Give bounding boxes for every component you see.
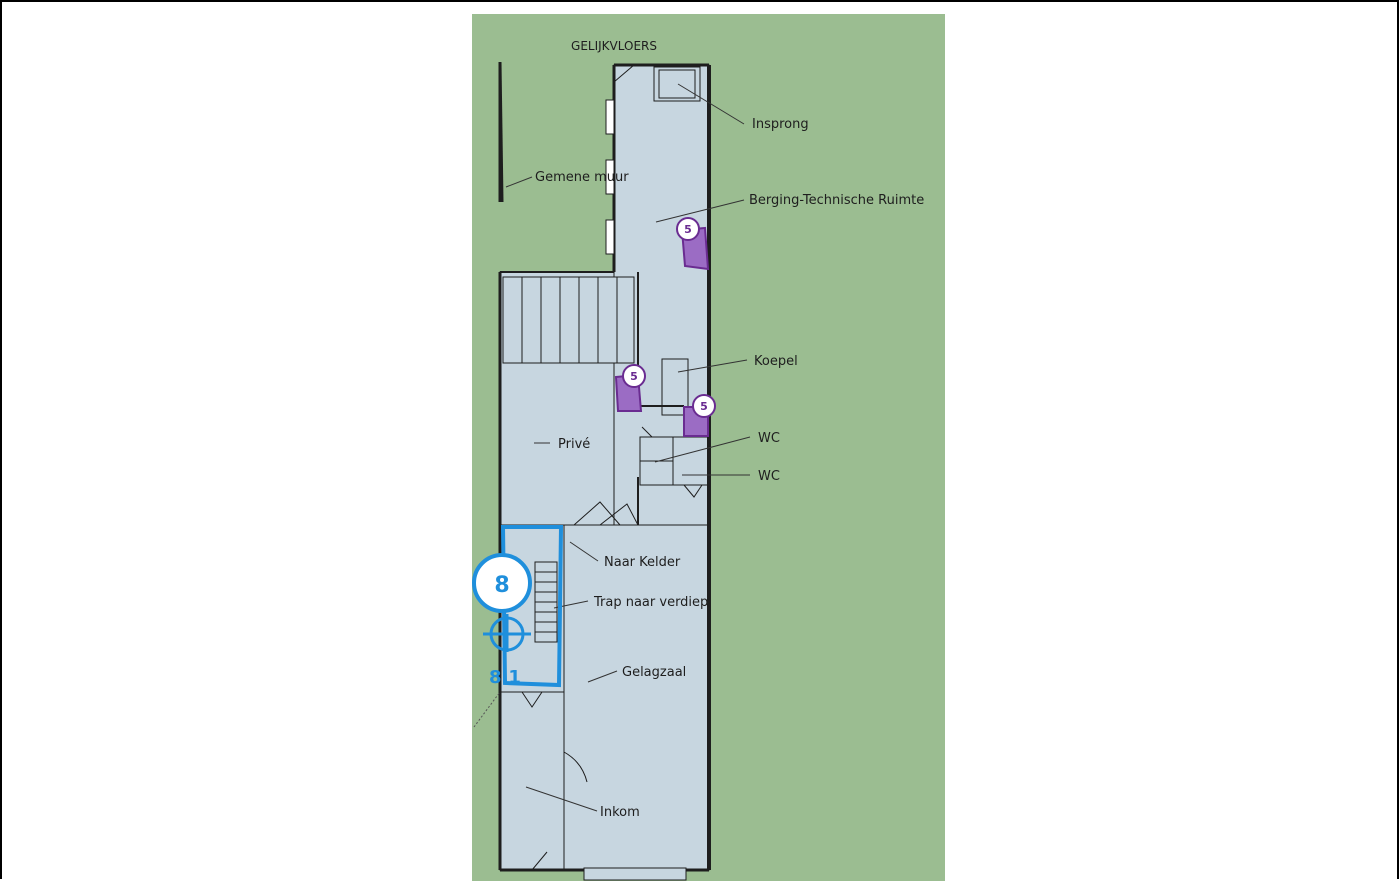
window-stubs	[605, 99, 615, 255]
label-wc-1: WC	[758, 431, 780, 446]
purple-marker-2[interactable]: 5	[614, 364, 646, 412]
svg-text:8: 8	[494, 573, 509, 598]
label-prive: Privé	[558, 437, 590, 452]
label-gemene-muur: Gemene muur	[535, 170, 629, 185]
wc-boxes	[639, 436, 710, 486]
purple-marker-1[interactable]: 5	[676, 217, 710, 271]
room-inkom[interactable]	[499, 691, 565, 871]
room-gelagzaal[interactable]	[563, 524, 710, 871]
site-dashed-line	[473, 691, 501, 728]
label-insprong: Insprong	[752, 117, 809, 132]
label-koepel: Koepel	[754, 354, 798, 369]
label-inkom: Inkom	[600, 805, 640, 820]
label-naar-kelder: Naar Kelder	[604, 555, 681, 570]
gemene-muur-wall	[498, 61, 504, 203]
rooms	[499, 64, 710, 871]
label-gelagzaal: Gelagzaal	[622, 665, 686, 680]
koepel-box	[661, 358, 689, 416]
prive-stair	[502, 276, 635, 364]
svg-text:5: 5	[684, 223, 692, 236]
camera-marker[interactable]: 8 8.1	[472, 525, 564, 688]
entrance-step	[583, 867, 687, 881]
svg-text:5: 5	[700, 400, 708, 413]
door-swings	[521, 64, 703, 871]
svg-text:5: 5	[630, 370, 638, 383]
insprong-box	[653, 66, 701, 102]
svg-text:8.1: 8.1	[489, 667, 521, 688]
plan-title: GELIJKVLOERS	[571, 39, 657, 53]
purple-marker-3[interactable]: 5	[683, 394, 716, 437]
label-wc-2: WC	[758, 469, 780, 484]
leader-lines	[505, 83, 751, 812]
main-stair	[534, 561, 558, 643]
label-berging: Berging-Technische Ruimte	[749, 193, 924, 208]
label-trap: Trap naar verdiep	[593, 595, 708, 610]
